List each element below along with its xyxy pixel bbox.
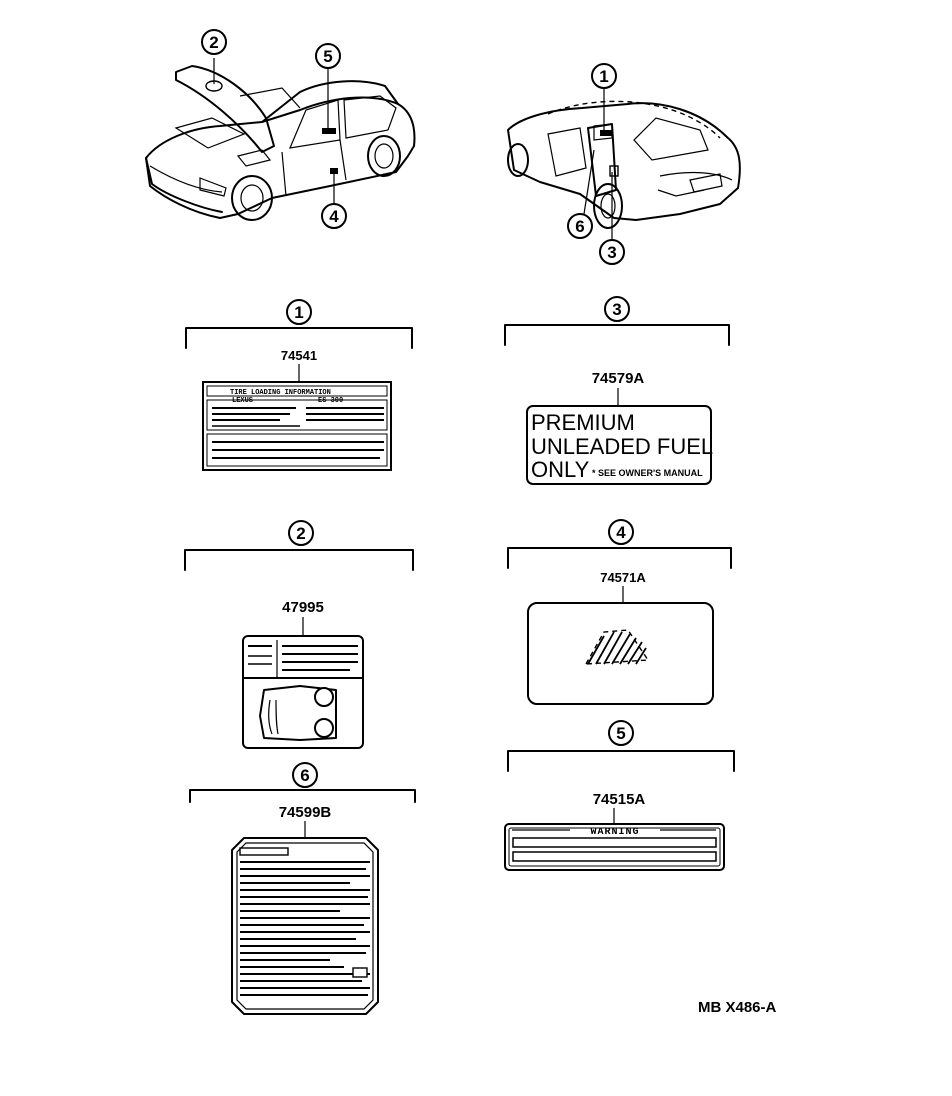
label-group-2: 2 47995 — [184, 520, 414, 749]
label-1-part-number: 74541 — [281, 348, 317, 363]
label-group-3: 3 74579A PREMIUM UNLEADED FUEL ONLY * SE… — [504, 296, 730, 485]
label-group-1: 1 74541 TIRE LOADING INFORMATION LEXUS E… — [185, 299, 413, 471]
label-1-bracket — [185, 327, 413, 349]
front-car-illustration — [145, 58, 416, 221]
label-1-callout: 1 — [286, 299, 312, 325]
label-6-callout-text: 6 — [300, 766, 309, 785]
label-6-callout: 6 — [292, 762, 318, 788]
label-2-bracket — [184, 549, 414, 571]
label-4-bracket — [507, 547, 732, 569]
emission-label — [242, 635, 364, 749]
figure-reference-code: MB X486-A — [698, 999, 777, 1016]
label-2-part-number: 47995 — [282, 599, 324, 616]
rear-callout-1-text: 1 — [599, 67, 608, 86]
label-3-bracket — [504, 324, 730, 346]
label-6-bracket — [189, 789, 416, 803]
label-5-bracket — [507, 750, 735, 772]
label-group-4: 4 74571A — [507, 519, 732, 705]
warning-label-title: WARNING — [590, 827, 639, 838]
rear-callout-6-text: 6 — [575, 217, 584, 236]
tire-label-title: TIRE LOADING INFORMATION — [230, 389, 331, 397]
front-callout-4: 4 — [321, 203, 347, 229]
label-3-callout-text: 3 — [612, 300, 621, 319]
label-1-callout-text: 1 — [294, 303, 303, 322]
label-2-callout: 2 — [288, 520, 314, 546]
front-callout-2-text: 2 — [209, 33, 218, 52]
rear-callout-1: 1 — [591, 63, 617, 89]
front-callout-4-text: 4 — [329, 207, 339, 226]
rear-car-illustration — [507, 88, 741, 240]
premium-fuel-label: PREMIUM UNLEADED FUEL ONLY * SEE OWNER'S… — [526, 405, 713, 485]
window-label — [527, 602, 714, 705]
rear-callout-6: 6 — [567, 213, 593, 239]
fuel-label-line1: PREMIUM — [531, 410, 635, 435]
front-callout-2: 2 — [201, 29, 227, 55]
rear-callout-3-text: 3 — [607, 243, 616, 262]
front-callout-5-text: 5 — [323, 47, 332, 66]
tire-loading-label: TIRE LOADING INFORMATION LEXUS ES 300 — [202, 381, 392, 471]
fuel-label-line2: UNLEADED FUEL — [531, 434, 713, 459]
label-2-callout-text: 2 — [296, 524, 305, 543]
label-group-5: 5 74515A WARNING — [504, 720, 735, 871]
label-3-part-number: 74579A — [592, 370, 645, 387]
label-5-part-number: 74515A — [593, 791, 646, 808]
label-3-callout: 3 — [604, 296, 630, 322]
front-callout-5: 5 — [315, 43, 341, 69]
rear-callout-3: 3 — [599, 239, 625, 265]
label-4-callout: 4 — [608, 519, 634, 545]
label-4-callout-text: 4 — [616, 523, 626, 542]
label-5-callout-text: 5 — [616, 724, 625, 743]
label-5-callout: 5 — [608, 720, 634, 746]
tire-label-col2: ES 300 — [318, 397, 343, 405]
warning-label: WARNING — [504, 823, 725, 871]
label-6-part-number: 74599B — [279, 804, 332, 821]
label-4-part-number: 74571A — [600, 570, 646, 585]
fuel-label-note: * SEE OWNER'S MANUAL — [592, 468, 703, 478]
info-sheet-label — [231, 837, 379, 1015]
label-group-6: 6 74599B — [189, 762, 416, 1015]
fuel-label-line3: ONLY — [531, 457, 590, 482]
tire-label-col1: LEXUS — [232, 397, 253, 405]
